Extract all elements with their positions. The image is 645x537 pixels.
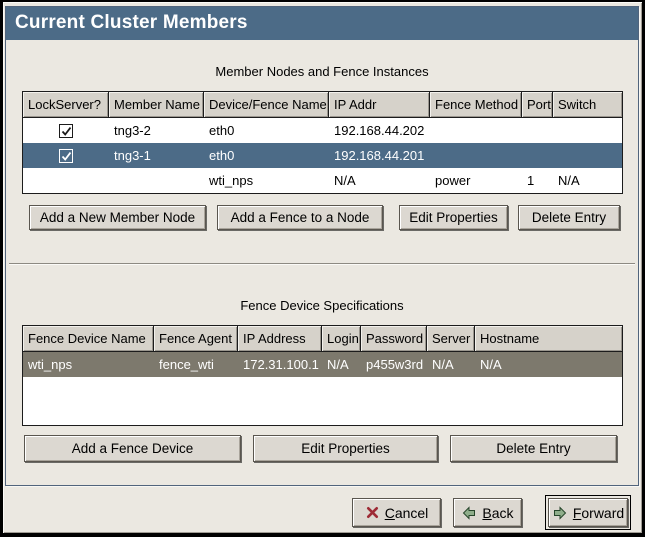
port-cell	[522, 143, 553, 168]
member-table-header-row: LockServer? Member Name Device/Fence Nam…	[23, 92, 622, 118]
hostname-cell: N/A	[475, 352, 622, 377]
fence-device-name-cell: wti_nps	[23, 352, 154, 377]
page-content: Member Nodes and Fence Instances LockSer…	[6, 64, 638, 462]
fence-method-cell	[430, 118, 522, 143]
fence-method-cell	[430, 143, 522, 168]
switch-cell	[553, 118, 622, 143]
column-header-login[interactable]: Login	[322, 326, 361, 352]
column-header-server[interactable]: Server	[427, 326, 475, 352]
lockserver-cell	[23, 168, 109, 193]
fence-table-buttons: Add a Fence Device Edit Properties Delet…	[22, 435, 638, 462]
fence-method-cell: power	[435, 173, 471, 188]
dialog-header: Current Cluster Members	[6, 7, 638, 40]
add-fence-to-node-button[interactable]: Add a Fence to a Node	[217, 205, 383, 230]
member-name-cell	[109, 168, 204, 193]
column-header-password[interactable]: Password	[361, 326, 427, 352]
member-name-cell: tng3-1	[109, 143, 204, 168]
member-row-tng3-2[interactable]: tng3-2 eth0 192.168.44.202	[23, 118, 622, 143]
forward-arrow-icon	[553, 505, 567, 520]
login-cell: N/A	[322, 352, 361, 377]
fence-table-header-row: Fence Device Name Fence Agent IP Address…	[23, 326, 622, 352]
delete-fence-entry-button[interactable]: Delete Entry	[450, 435, 617, 462]
device-fence-name-cell: eth0	[209, 123, 235, 138]
password-cell: p455w3rd	[361, 352, 427, 377]
ip-addr-cell: 192.168.44.202	[334, 123, 425, 138]
device-fence-name-cell: wti_nps	[209, 173, 254, 188]
fence-agent-cell: fence_wti	[154, 352, 238, 377]
check-icon	[61, 151, 71, 161]
cancel-button[interactable]: Cancel	[352, 498, 441, 527]
check-icon	[61, 126, 71, 136]
edit-fence-properties-button[interactable]: Edit Properties	[253, 435, 438, 462]
lockserver-checkbox[interactable]	[59, 149, 73, 164]
forward-button[interactable]: Forward	[545, 495, 631, 530]
member-row-tng3-1-selected[interactable]: tng3-1 eth0 192.168.44.201	[23, 143, 622, 168]
forward-label: Forward	[572, 504, 625, 521]
action-bar: Cancel Back Forward	[3, 487, 642, 533]
column-header-fence-agent[interactable]: Fence Agent	[154, 326, 238, 352]
lockserver-cell	[23, 143, 109, 168]
edit-member-properties-button[interactable]: Edit Properties	[399, 205, 508, 230]
server-cell: N/A	[427, 352, 475, 377]
delete-member-entry-button[interactable]: Delete Entry	[518, 205, 620, 230]
column-header-fence-method[interactable]: Fence Method	[430, 92, 522, 118]
add-member-node-button[interactable]: Add a New Member Node	[29, 205, 206, 230]
member-name-cell: tng3-2	[114, 123, 151, 138]
fence-device-row-wti-nps-selected[interactable]: wti_nps fence_wti 172.31.100.1 N/A p455w…	[23, 352, 622, 377]
port-cell	[522, 118, 553, 143]
fence-device-table: Fence Device Name Fence Agent IP Address…	[22, 325, 623, 426]
back-arrow-icon	[463, 505, 476, 520]
column-header-ip-addr[interactable]: IP Addr	[329, 92, 430, 118]
ip-addr-cell: N/A	[334, 173, 356, 188]
lockserver-cell	[23, 118, 109, 143]
port-cell: 1	[527, 173, 535, 188]
member-nodes-table: LockServer? Member Name Device/Fence Nam…	[22, 91, 623, 194]
section-separator	[9, 263, 635, 265]
back-label: Back	[482, 504, 514, 521]
window-body: Current Cluster Members Member Nodes and…	[3, 2, 642, 533]
column-header-lockserver[interactable]: LockServer?	[23, 92, 109, 118]
device-fence-name-cell: eth0	[204, 143, 329, 168]
column-header-ip-address[interactable]: IP Address	[238, 326, 322, 352]
switch-cell	[553, 143, 622, 168]
back-button[interactable]: Back	[453, 498, 522, 527]
add-fence-device-button[interactable]: Add a Fence Device	[24, 435, 241, 462]
member-table-caption: Member Nodes and Fence Instances	[215, 64, 429, 79]
cancel-icon	[366, 506, 378, 519]
cancel-label: Cancel	[384, 504, 429, 521]
member-table-buttons: Add a New Member Node Add a Fence to a N…	[22, 205, 638, 230]
column-header-hostname[interactable]: Hostname	[475, 326, 622, 352]
column-header-switch[interactable]: Switch	[553, 92, 622, 118]
page-title: Current Cluster Members	[15, 12, 248, 33]
content-frame: Current Cluster Members Member Nodes and…	[5, 6, 639, 486]
column-header-port[interactable]: Port	[522, 92, 553, 118]
switch-cell: N/A	[558, 173, 580, 188]
column-header-device-fence-name[interactable]: Device/Fence Name	[204, 92, 329, 118]
column-header-fence-device-name[interactable]: Fence Device Name	[23, 326, 154, 352]
fence-table-caption: Fence Device Specifications	[240, 298, 404, 313]
ip-address-cell: 172.31.100.1	[238, 352, 322, 377]
lockserver-checkbox[interactable]	[59, 124, 73, 139]
ip-addr-cell: 192.168.44.201	[329, 143, 430, 168]
fence-instance-row-wti-nps[interactable]: wti_nps N/A power 1 N/A	[23, 168, 622, 193]
column-header-member-name[interactable]: Member Name	[109, 92, 204, 118]
